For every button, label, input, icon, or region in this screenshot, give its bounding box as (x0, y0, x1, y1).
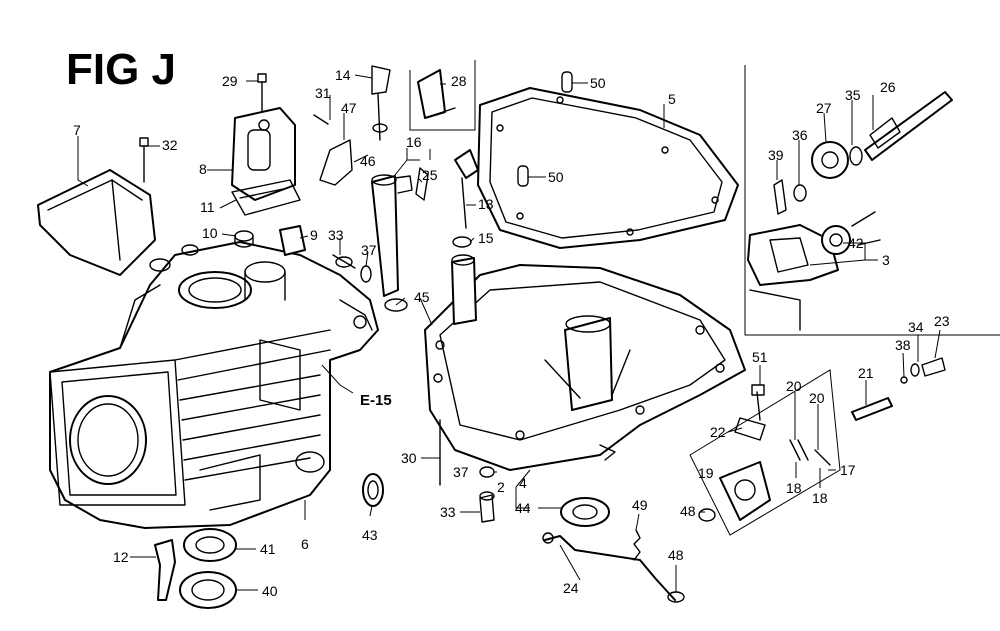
callout-37a: 37 (361, 242, 377, 258)
callout-31: 31 (315, 85, 331, 101)
cylinder-block-drawing (49, 241, 379, 529)
callout-5: 5 (668, 91, 676, 107)
breather-plate-drawing (231, 107, 301, 216)
callout-33b: 33 (440, 504, 456, 520)
callout-7: 7 (73, 122, 81, 138)
figure-title: FIG J (66, 45, 176, 94)
shroud-cover-drawing (37, 169, 156, 276)
callout-50a: 50 (590, 75, 606, 91)
callout-11: 11 (200, 199, 215, 215)
callout-4: 4 (519, 475, 527, 491)
callout-29: 29 (222, 73, 238, 89)
callout-39: 39 (768, 147, 784, 163)
oil-pump-drawing (689, 357, 946, 536)
callout-30: 30 (401, 450, 417, 466)
callout-3: 3 (882, 252, 890, 268)
callout-14: 14 (335, 67, 351, 83)
dipstick-drawing (452, 149, 479, 248)
reference-e15: E-15 (360, 392, 392, 409)
callout-9: 9 (310, 227, 318, 243)
gasket-drawing (477, 71, 739, 249)
callout-45: 45 (414, 289, 430, 305)
callout-50b: 50 (548, 169, 564, 185)
callout-46: 46 (360, 153, 376, 169)
leader-lines (77, 74, 941, 592)
callout-28: 28 (451, 73, 467, 89)
bottom-centre-parts-drawing (439, 419, 685, 603)
oil-fill-tube-drawing (313, 65, 429, 312)
callout-41: 41 (260, 541, 276, 557)
callout-20a: 20 (786, 378, 802, 394)
callout-33a: 33 (328, 227, 344, 243)
callout-47: 47 (341, 100, 357, 116)
callout-10: 10 (202, 225, 218, 241)
callout-27: 27 (816, 100, 832, 116)
callout-49: 49 (632, 497, 648, 513)
callout-48b: 48 (668, 547, 684, 563)
callout-8: 8 (199, 161, 207, 177)
callout-23: 23 (934, 313, 950, 329)
callout-17: 17 (840, 462, 856, 478)
callout-18b: 18 (812, 490, 828, 506)
callout-24: 24 (563, 580, 579, 596)
callout-22: 22 (710, 424, 726, 440)
callout-40: 40 (262, 583, 278, 599)
callout-43: 43 (362, 527, 378, 543)
callout-15: 15 (478, 230, 494, 246)
callout-20b: 20 (809, 390, 825, 406)
bracket-28-drawing (409, 60, 476, 131)
callout-44: 44 (515, 500, 531, 516)
callout-2: 2 (497, 479, 505, 495)
callout-16: 16 (406, 134, 422, 150)
callout-18a: 18 (786, 480, 802, 496)
callout-51: 51 (752, 349, 768, 365)
callout-32: 32 (162, 137, 178, 153)
callout-35: 35 (845, 87, 861, 103)
small-parts-top-left (139, 73, 372, 283)
callout-26: 26 (880, 79, 896, 95)
callout-19: 19 (698, 465, 714, 481)
callout-12: 12 (113, 549, 129, 565)
callout-21: 21 (858, 365, 874, 381)
crankcase-cover-drawing (424, 254, 746, 471)
governor-gear-box-drawing (744, 65, 1000, 336)
callout-25: 25 (422, 167, 438, 183)
callout-42: 42 (848, 235, 864, 251)
callout-labels: 7 32 29 8 11 10 9 31 14 47 46 16 25 33 3… (73, 67, 950, 599)
callout-6: 6 (301, 536, 309, 552)
callout-37b: 37 (453, 464, 469, 480)
callout-34: 34 (908, 319, 924, 335)
callout-36: 36 (792, 127, 808, 143)
callout-38: 38 (895, 337, 911, 353)
callout-48a: 48 (680, 503, 696, 519)
bearings-seals-drawing (154, 473, 384, 609)
callout-13: 13 (478, 196, 494, 212)
